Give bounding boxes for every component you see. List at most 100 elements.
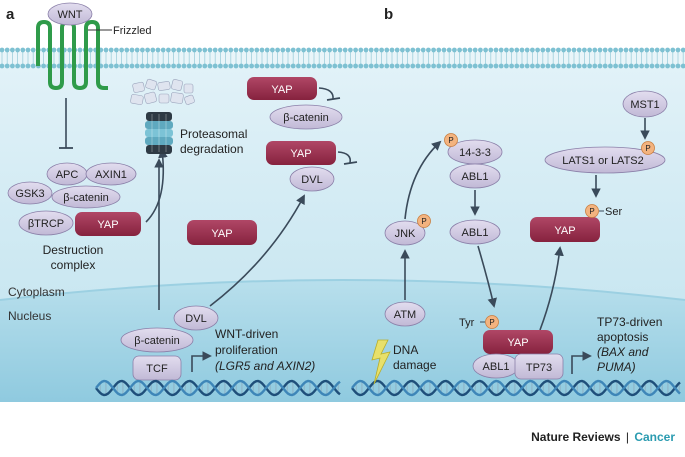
proteasome-icon [145, 112, 173, 154]
yap-left-protein [187, 220, 257, 245]
mst1-label: MST1 [630, 99, 659, 111]
nuclear-envelope [0, 279, 685, 301]
abl1-mid-protein [449, 219, 501, 245]
yap-ser-phospho-badge [585, 204, 599, 218]
destruction-complex-label-line1: Destruction [43, 243, 104, 257]
frizzled-receptor-icon [36, 20, 108, 90]
tcf-protein [132, 355, 182, 381]
plasma-membrane [0, 47, 685, 69]
beta-catenin-top-protein [269, 104, 343, 130]
beta-catenin-nuclear-label: β-catenin [134, 335, 179, 347]
dna-helix-b-icon [351, 379, 681, 397]
gsk3-label: GSK3 [15, 188, 44, 200]
abl1-to-yap-arrow [477, 245, 497, 308]
dna-helix-a-icon [95, 379, 341, 397]
cytoplasm-label: Cytoplasm [8, 285, 65, 299]
destruction-complex-label-line2: complex [51, 258, 96, 272]
btrcp-label: βTRCP [28, 218, 64, 230]
apc-label: APC [56, 169, 79, 181]
panel-a-label: a [6, 6, 15, 23]
footer-separator: | [625, 430, 629, 444]
wnt-driven-label-line2: proliferation [215, 343, 278, 357]
jnk-phospho-label: P [421, 217, 426, 226]
journal-footer: Nature Reviews | Cancer [531, 430, 675, 444]
proteasomal-label-line1: Proteasomal [180, 127, 247, 141]
protein-14-3-3-label: 14-3-3 [459, 147, 491, 159]
degraded-fragments-icon [130, 78, 195, 105]
lats-label: LATS1 or LATS2 [562, 155, 644, 167]
lightning-bolt-icon [371, 339, 391, 385]
beta-catenin-top-label: β-catenin [283, 112, 328, 124]
jnk-phospho-badge [417, 214, 431, 228]
proteasomal-label-line2: degradation [180, 142, 243, 156]
14-3-3-phospho-label: P [448, 136, 453, 145]
tp73-driven-label-line1: TP73-driven [597, 315, 662, 329]
tp73-driven-label-line4: PUMA) [597, 360, 636, 374]
nucleus-region [0, 280, 685, 402]
tp73-driven-label-line2: apoptosis [597, 330, 648, 344]
abl1-top-protein [449, 163, 501, 189]
wnt-driven-label-line3: (LGR5 and AXIN2) [215, 359, 315, 373]
yap-nuclear-protein [483, 330, 553, 354]
yap-inhibits-dvl-bar [343, 161, 358, 165]
wnt-driven-label-line1: WNT-driven [215, 327, 278, 341]
tp73-driven-label-line3: (BAX and [597, 345, 649, 359]
yap-inhibits-dvl-line [337, 151, 352, 164]
dvl-nuclear-label: DVL [185, 313, 206, 325]
journal-section: Cancer [634, 430, 675, 444]
lats-phospho-label: P [645, 144, 650, 153]
axin1-protein [85, 162, 137, 186]
abl1-top-label: ABL1 [462, 171, 489, 183]
yap-tyr-phospho-badge [485, 315, 499, 329]
yap-export-arrow [539, 246, 564, 331]
wnt-label: WNT [57, 9, 82, 21]
jnk-protein [384, 220, 426, 246]
lats-phospho-badge [641, 141, 655, 155]
yap-inhibits-beta-catenin-bar [326, 97, 341, 101]
yap-cytoplasmic-protein [530, 217, 600, 242]
yap-cytoplasmic-label: YAP [554, 225, 575, 237]
dna-damage-label-line1: DNA [393, 343, 418, 357]
tp73-transcription-arrow [571, 351, 592, 374]
dna-damage-label-line2: damage [393, 358, 437, 372]
mst1-protein [622, 90, 668, 118]
nucleus-label: Nucleus [8, 309, 51, 323]
abl1-nuclear-label: ABL1 [483, 361, 510, 373]
frizzled-label: Frizzled [113, 25, 152, 37]
btrcp-protein [18, 210, 74, 236]
jnk-to-14-3-3-arrow [404, 140, 442, 220]
dvl-mid-protein [289, 166, 335, 192]
beta-catenin-nuclear-protein [120, 327, 194, 353]
yap-left-label: YAP [211, 228, 232, 240]
dvl-mid-label: DVL [301, 174, 322, 186]
axin1-label: AXIN1 [95, 169, 127, 181]
atm-protein [384, 301, 426, 327]
dvl-export-arrow [209, 194, 305, 307]
gsk3-protein [7, 181, 53, 205]
journal-name: Nature Reviews [531, 430, 621, 444]
yap-top-protein [247, 77, 317, 100]
beta-catenin-complex-label: β-catenin [63, 192, 108, 204]
yap-complex-label: YAP [97, 219, 118, 231]
tyr-label: Tyr [459, 317, 475, 329]
yap-mid-label: YAP [290, 148, 311, 160]
wnt-protein [47, 2, 93, 26]
ser-label: Ser [605, 206, 622, 218]
yap-top-label: YAP [271, 84, 292, 96]
yap-ser-phospho-label: P [589, 207, 594, 216]
yap-tyr-phospho-label: P [489, 318, 494, 327]
tp73-protein [514, 353, 564, 380]
yap-complex-protein [75, 212, 141, 236]
beta-catenin-complex-protein [51, 185, 121, 209]
tp73-label: TP73 [526, 362, 552, 374]
yap-mid-protein [266, 141, 336, 165]
yap-nuclear-label: YAP [507, 337, 528, 349]
lats-protein [544, 146, 666, 174]
dvl-nuclear-protein [173, 305, 219, 331]
tcf-label: TCF [146, 363, 168, 375]
jnk-label: JNK [395, 228, 416, 240]
abl1-mid-label: ABL1 [462, 227, 489, 239]
14-3-3-phospho-badge [444, 133, 458, 147]
